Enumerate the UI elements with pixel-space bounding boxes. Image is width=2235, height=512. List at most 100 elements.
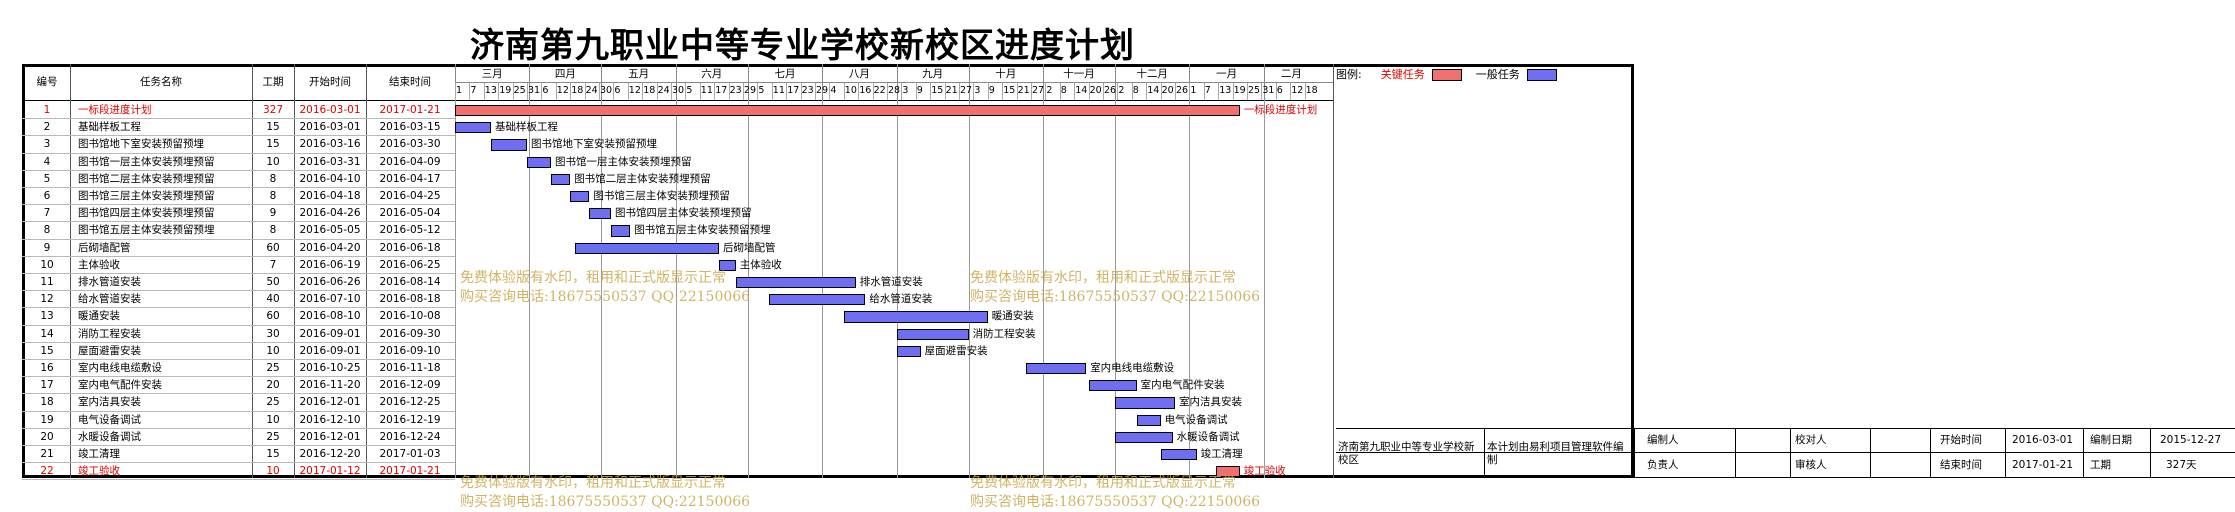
task-duration: 50 — [266, 276, 280, 288]
task-duration: 30 — [266, 327, 280, 340]
row-divider — [22, 169, 455, 171]
task-name: 竣工验收 — [78, 465, 120, 478]
task-duration: 40 — [266, 293, 280, 306]
row-divider — [22, 307, 455, 309]
day-tick-label: 25 — [1248, 85, 1261, 96]
task-bar[interactable] — [769, 294, 866, 306]
task-bar[interactable] — [455, 122, 491, 134]
task-duration: 9 — [269, 207, 277, 220]
day-tick-label: 26 — [1176, 85, 1189, 96]
task-name: 图书馆地下室安装预留预埋 — [78, 138, 204, 151]
day-tick — [973, 83, 975, 100]
task-end: 2016-06-18 — [379, 241, 441, 254]
task-bar[interactable] — [896, 345, 921, 357]
chart-frame — [22, 64, 1634, 478]
task-bar[interactable] — [575, 242, 719, 254]
task-bar[interactable] — [896, 328, 969, 340]
day-tick — [699, 83, 701, 100]
task-bar-label: 基础样板工程 — [495, 121, 558, 134]
day-tick-label: 21 — [1017, 85, 1030, 96]
day-tick-label: 29 — [816, 85, 829, 96]
task-bar[interactable] — [551, 173, 571, 185]
task-name: 后砌墙配管 — [78, 241, 131, 254]
day-tick-label: 15 — [931, 85, 944, 96]
task-no: 8 — [43, 224, 51, 237]
day-tick — [555, 83, 557, 100]
task-bar-label: 一标段进度计划 — [1243, 104, 1318, 116]
task-start: 2016-04-10 — [299, 172, 361, 185]
day-tick-label: 12 — [628, 85, 641, 96]
task-bar[interactable] — [719, 259, 736, 271]
task-end: 2016-10-08 — [379, 310, 441, 323]
day-tick — [1247, 83, 1248, 100]
task-start: 2016-08-10 — [299, 310, 361, 323]
day-tick — [1131, 83, 1133, 100]
task-bar[interactable] — [527, 156, 551, 168]
task-bar[interactable] — [1088, 380, 1137, 392]
task-start: 2016-04-26 — [299, 207, 361, 220]
task-bar[interactable] — [589, 208, 611, 220]
task-bar[interactable] — [1115, 431, 1173, 443]
task-duration: 10 — [266, 413, 280, 426]
day-tick-label: 30 — [600, 85, 613, 96]
task-bar[interactable] — [843, 311, 988, 323]
task-bar-label: 消防工程安装 — [972, 327, 1036, 340]
task-duration: 327 — [262, 104, 284, 116]
footer-date-value: 2015-12-27 — [2160, 434, 2222, 446]
day-tick-label: 23 — [801, 85, 814, 96]
task-bar[interactable] — [1115, 397, 1175, 409]
day-tick-label: 21 — [945, 85, 958, 96]
task-bar-label: 图书馆一层主体安装预埋预留 — [555, 155, 692, 168]
task-bar[interactable] — [1160, 449, 1197, 461]
task-no: 11 — [40, 276, 54, 288]
day-tick-label: 18 — [1305, 85, 1318, 96]
legend-title: 图例: — [1336, 68, 1362, 81]
task-bar[interactable] — [570, 191, 590, 203]
critical-task-bar[interactable] — [455, 105, 1240, 117]
task-start: 2016-03-16 — [299, 138, 361, 151]
day-tick — [656, 83, 658, 100]
day-tick — [1146, 83, 1148, 100]
day-tick-label: 23 — [729, 85, 742, 96]
row-divider — [22, 255, 455, 257]
task-duration: 25 — [266, 362, 280, 374]
task-no: 3 — [43, 138, 51, 151]
month-separator — [1115, 64, 1116, 100]
day-tick-label: 10 — [844, 85, 857, 96]
month-gridline — [1189, 100, 1191, 478]
row-divider — [22, 290, 455, 292]
task-no: 4 — [43, 155, 51, 168]
task-no: 17 — [40, 379, 54, 392]
task-name: 基础样板工程 — [78, 121, 141, 134]
task-bar[interactable] — [491, 139, 527, 151]
task-start: 2016-03-01 — [299, 104, 361, 116]
footer-owner-label: 负责人 — [1647, 459, 1679, 471]
task-duration: 10 — [266, 155, 280, 168]
task-bar[interactable] — [735, 277, 856, 289]
day-tick — [1261, 83, 1263, 100]
day-tick — [786, 83, 788, 100]
task-start: 2016-06-26 — [299, 276, 361, 288]
footer-duration-value: 327天 — [2166, 459, 2197, 471]
day-tick — [642, 83, 644, 100]
day-tick-label: 14 — [1075, 85, 1088, 96]
day-tick — [815, 83, 816, 100]
task-bar[interactable] — [1026, 363, 1087, 375]
footer-end-label: 结束时间 — [1940, 459, 1982, 471]
critical-task-bar[interactable] — [1215, 466, 1240, 478]
task-end: 2016-08-18 — [379, 293, 441, 306]
day-tick-label: 31 — [528, 85, 541, 96]
task-bar-label: 图书馆地下室安装预留预埋 — [531, 138, 657, 151]
day-tick-label: 27 — [1032, 85, 1045, 96]
task-bar[interactable] — [611, 225, 631, 237]
task-end: 2016-04-25 — [379, 190, 441, 202]
task-bar[interactable] — [1136, 414, 1161, 426]
day-tick-label: 19 — [499, 85, 512, 96]
day-tick — [671, 83, 672, 100]
task-name: 排水管道安装 — [78, 276, 141, 288]
task-duration: 10 — [266, 344, 280, 357]
task-duration: 60 — [266, 310, 280, 323]
month-label: 五月 — [628, 68, 650, 80]
month-separator — [1263, 64, 1265, 100]
day-tick — [541, 83, 543, 100]
